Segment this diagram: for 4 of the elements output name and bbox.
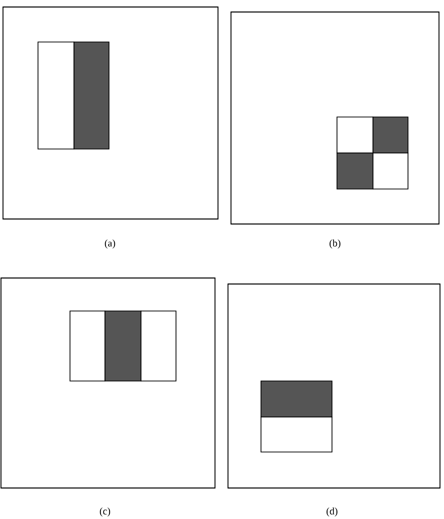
panel-caption: (b)	[330, 239, 340, 249]
panel-caption: (d)	[326, 507, 338, 517]
panel-caption: (c)	[100, 507, 110, 517]
panel-caption: (a)	[104, 239, 116, 249]
